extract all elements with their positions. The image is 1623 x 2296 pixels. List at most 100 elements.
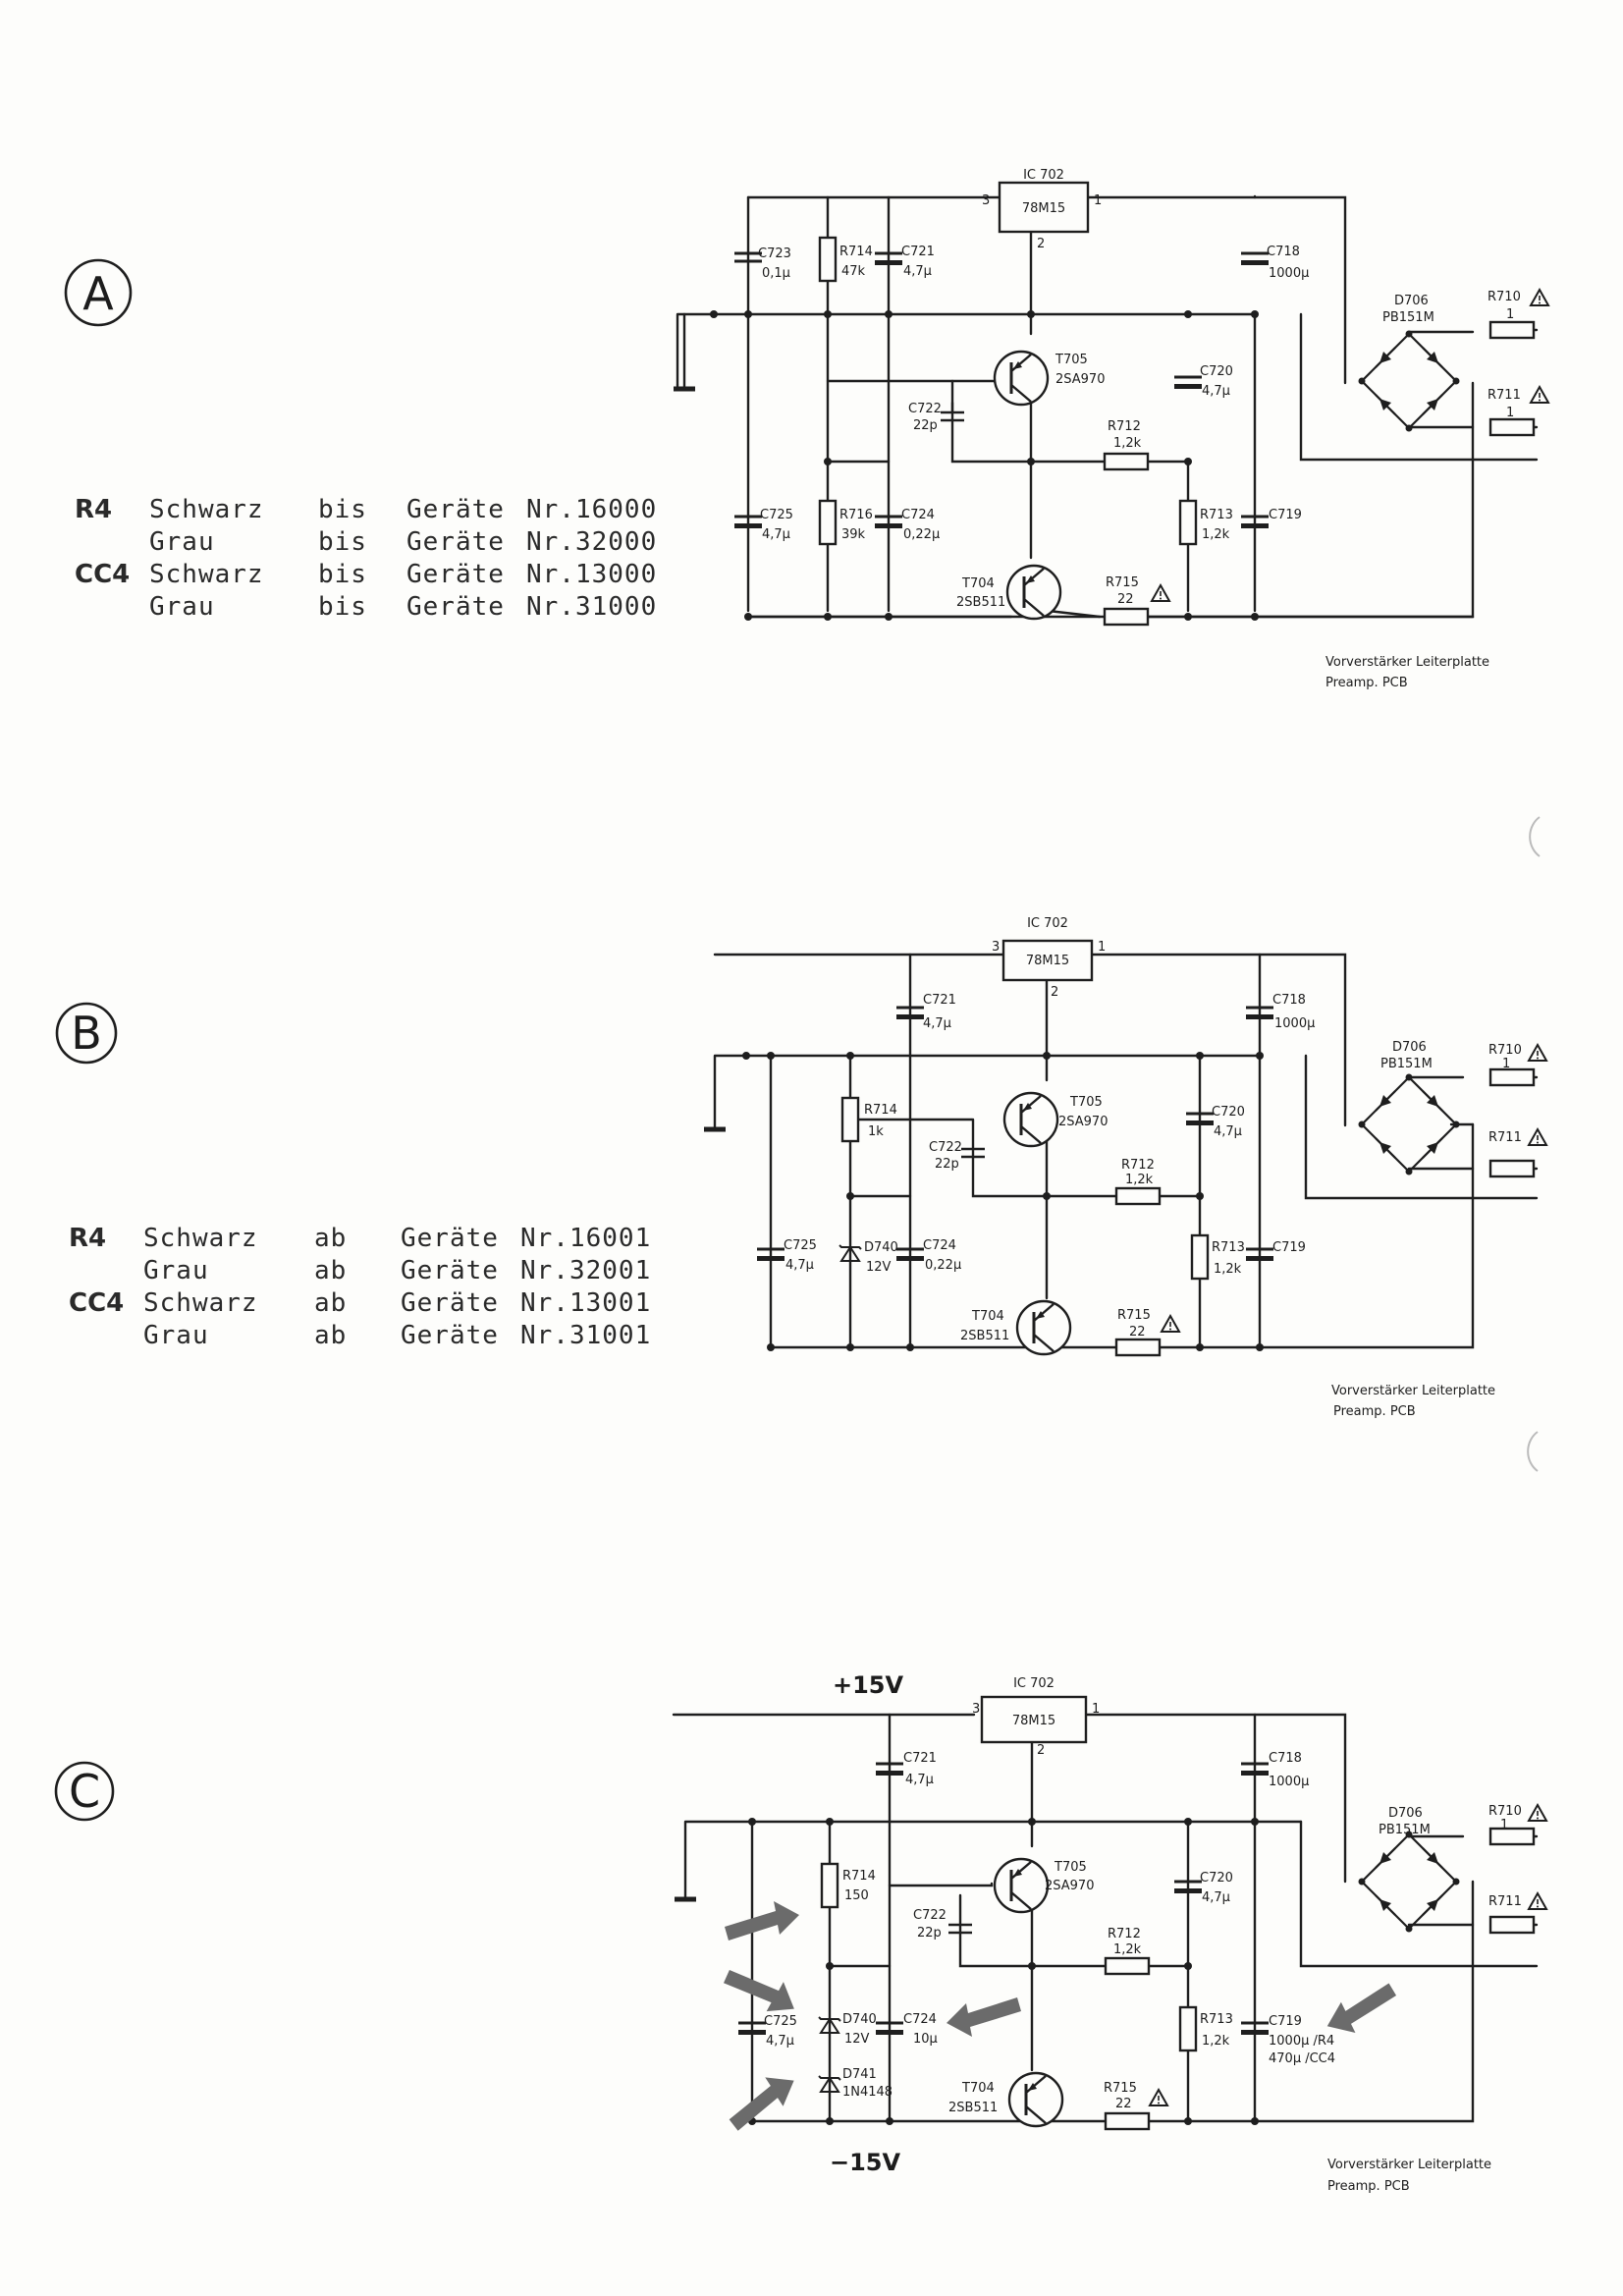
svg-text:1000µ: 1000µ — [1269, 266, 1309, 281]
svg-text:R715: R715 — [1117, 1308, 1151, 1323]
svg-text:R710: R710 — [1488, 1804, 1522, 1819]
svg-text:22: 22 — [1117, 592, 1134, 607]
svg-text:4,7µ: 4,7µ — [766, 2034, 794, 2049]
svg-text:R714: R714 — [839, 245, 873, 259]
svg-text:T705: T705 — [1069, 1095, 1103, 1110]
svg-text:R710: R710 — [1488, 1043, 1522, 1058]
svg-text:22p: 22p — [913, 418, 938, 433]
svg-text:R714: R714 — [864, 1103, 897, 1118]
svg-text:22: 22 — [1115, 2097, 1132, 2111]
serial-number: Nr.16001 — [520, 1224, 652, 1253]
svg-text:R711: R711 — [1488, 1894, 1522, 1909]
svg-text:R714: R714 — [842, 1869, 876, 1884]
svg-text:22p: 22p — [917, 1926, 942, 1941]
svg-text:4,7µ: 4,7µ — [1202, 1890, 1230, 1905]
rail-label-minus: −15V — [830, 2149, 901, 2176]
svg-text:R712: R712 — [1108, 419, 1141, 434]
svg-text:C718: C718 — [1269, 1751, 1302, 1766]
color-label: Schwarz — [149, 560, 264, 589]
svg-text:4,7µ: 4,7µ — [923, 1016, 951, 1031]
svg-text:4,7µ: 4,7µ — [762, 527, 790, 542]
svg-text:1000µ: 1000µ — [1274, 1016, 1315, 1031]
svg-text:4,7µ: 4,7µ — [1202, 384, 1230, 399]
binder-hole-mark — [1529, 816, 1541, 857]
svg-text:D740: D740 — [864, 1240, 898, 1255]
svg-text:C725: C725 — [760, 508, 793, 522]
svg-text:1: 1 — [1094, 193, 1102, 208]
svg-text:C720: C720 — [1200, 1871, 1233, 1886]
range-word: ab — [314, 1288, 348, 1318]
svg-text:4,7µ: 4,7µ — [785, 1258, 814, 1273]
binder-hole-mark — [1527, 1431, 1539, 1472]
svg-text:R713: R713 — [1200, 2012, 1233, 2027]
device-word: Geräte — [406, 495, 505, 524]
svg-text:D706: D706 — [1388, 1806, 1423, 1821]
svg-text:1: 1 — [1098, 940, 1106, 955]
svg-text:PB151M: PB151M — [1380, 1057, 1433, 1071]
svg-text:C721: C721 — [903, 1751, 937, 1766]
svg-text:1: 1 — [1092, 1702, 1100, 1717]
range-word: ab — [314, 1224, 348, 1253]
svg-text:C722: C722 — [908, 402, 942, 416]
svg-text:C723: C723 — [758, 246, 791, 261]
svg-text:1000µ: 1000µ — [1269, 1775, 1309, 1789]
svg-text:2SB511: 2SB511 — [956, 595, 1005, 610]
color-label: Grau — [143, 1321, 209, 1350]
svg-text:C720: C720 — [1212, 1105, 1245, 1120]
device-word: Geräte — [401, 1224, 499, 1253]
svg-text:1: 1 — [1506, 406, 1514, 420]
section-marker-a: A — [64, 258, 133, 327]
svg-text:22: 22 — [1129, 1325, 1146, 1339]
svg-text:78M15: 78M15 — [1012, 1714, 1055, 1728]
svg-text:1: 1 — [1502, 1057, 1510, 1071]
model-label: R4 — [75, 495, 113, 524]
svg-text:2SB511: 2SB511 — [960, 1329, 1009, 1343]
svg-text:C719: C719 — [1272, 1240, 1306, 1255]
highlight-arrow — [947, 1997, 1021, 2037]
svg-text:2: 2 — [1037, 237, 1045, 251]
svg-text:1,2k: 1,2k — [1125, 1173, 1154, 1187]
svg-text:1,2k: 1,2k — [1202, 527, 1230, 542]
model-label: R4 — [69, 1224, 107, 1253]
range-word: bis — [318, 527, 367, 557]
svg-text:D706: D706 — [1392, 1040, 1427, 1055]
svg-text:4,7µ: 4,7µ — [903, 264, 932, 279]
svg-text:2: 2 — [1037, 1743, 1045, 1758]
svg-text:22p: 22p — [935, 1157, 959, 1172]
svg-text:R711: R711 — [1488, 1130, 1522, 1145]
svg-text:1,2k: 1,2k — [1113, 436, 1142, 451]
svg-text:2SA970: 2SA970 — [1058, 1115, 1108, 1129]
svg-text:R712: R712 — [1108, 1927, 1141, 1941]
highlight-arrow — [1321, 1982, 1403, 2040]
svg-text:C721: C721 — [901, 245, 935, 259]
pcb-label: Vorverstärker Leiterplatte — [1331, 1384, 1495, 1398]
pcb-label: Vorverstärker Leiterplatte — [1325, 655, 1489, 670]
range-word: ab — [314, 1256, 348, 1285]
svg-text:1,2k: 1,2k — [1113, 1942, 1142, 1957]
svg-text:C724: C724 — [903, 2012, 937, 2027]
pcb-label: Preamp. PCB — [1327, 2179, 1410, 2194]
svg-text:1: 1 — [1500, 1818, 1508, 1832]
svg-text:T704: T704 — [971, 1309, 1004, 1324]
svg-text:R712: R712 — [1121, 1158, 1155, 1173]
device-word: Geräte — [406, 527, 505, 557]
section-marker-b: B — [55, 1002, 118, 1065]
svg-text:R713: R713 — [1212, 1240, 1245, 1255]
svg-text:R713: R713 — [1200, 508, 1233, 522]
svg-text:1,2k: 1,2k — [1214, 1262, 1242, 1277]
svg-text:12V: 12V — [866, 1260, 892, 1275]
svg-text:C720: C720 — [1200, 364, 1233, 379]
svg-text:4,7µ: 4,7µ — [1214, 1124, 1242, 1139]
svg-text:D706: D706 — [1394, 294, 1429, 308]
svg-text:C718: C718 — [1267, 245, 1300, 259]
svg-text:R711: R711 — [1488, 388, 1521, 403]
svg-text:C719: C719 — [1269, 508, 1302, 522]
svg-text:C721: C721 — [923, 993, 956, 1008]
svg-text:D740: D740 — [842, 2012, 877, 2027]
pcb-label: Preamp. PCB — [1325, 676, 1408, 690]
svg-text:78M15: 78M15 — [1022, 201, 1065, 216]
